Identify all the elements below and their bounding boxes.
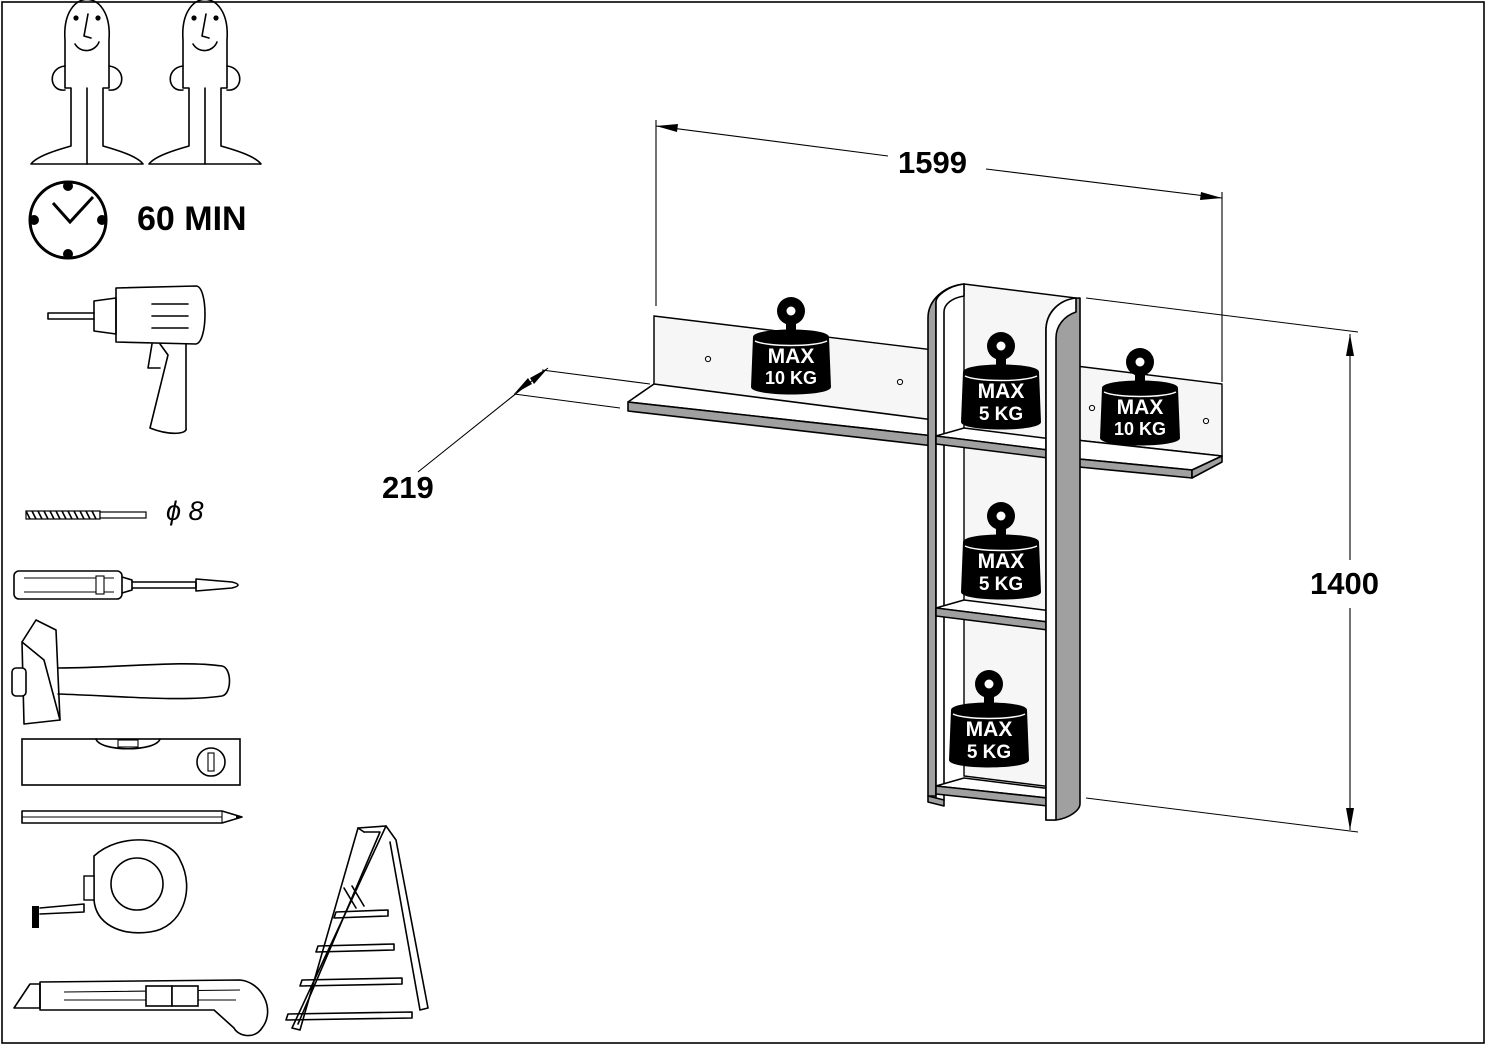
height-value: 1400 — [1310, 566, 1379, 601]
width-value: 1599 — [898, 145, 967, 180]
hammer-icon — [11, 619, 231, 725]
weight-column-top: MAX 5 KG — [960, 331, 1042, 431]
depth-value: 219 — [382, 470, 434, 505]
step-ladder-icon — [285, 825, 429, 1031]
svg-text:MAX: MAX — [978, 380, 1025, 403]
weight-column-bottom: MAX 5 KG — [948, 669, 1030, 769]
clock-icon — [28, 180, 108, 260]
drill-bit-label: ϕ 8 — [166, 496, 204, 526]
utility-knife-icon — [13, 979, 269, 1037]
spirit-level-icon — [21, 738, 241, 786]
time-label: 60 MIN — [137, 200, 247, 238]
height-dimension — [1085, 297, 1359, 833]
svg-text:MAX: MAX — [978, 550, 1025, 573]
depth-dimension — [417, 367, 651, 473]
width-dimension — [655, 120, 1223, 382]
svg-text:5 KG: 5 KG — [979, 404, 1023, 425]
weight-left-shelf: MAX 10 KG — [750, 296, 832, 396]
drill-icon — [47, 285, 206, 435]
svg-text:5 KG: 5 KG — [979, 574, 1023, 595]
svg-text:MAX: MAX — [1117, 396, 1164, 419]
pencil-icon — [21, 810, 243, 824]
svg-text:10 KG: 10 KG — [765, 368, 817, 388]
person-icon — [148, 0, 262, 165]
svg-text:MAX: MAX — [768, 345, 815, 368]
svg-text:5 KG: 5 KG — [967, 742, 1011, 763]
svg-text:MAX: MAX — [966, 718, 1013, 741]
persons-required — [30, 0, 262, 165]
weight-right-shelf: MAX 10 KG — [1099, 347, 1181, 447]
weight-column-middle: MAX 5 KG — [960, 501, 1042, 601]
svg-text:10 KG: 10 KG — [1114, 419, 1166, 439]
tape-measure-icon — [32, 839, 188, 934]
drill-bit-icon — [25, 510, 147, 520]
screwdriver-icon — [13, 570, 239, 600]
person-icon — [30, 0, 144, 165]
